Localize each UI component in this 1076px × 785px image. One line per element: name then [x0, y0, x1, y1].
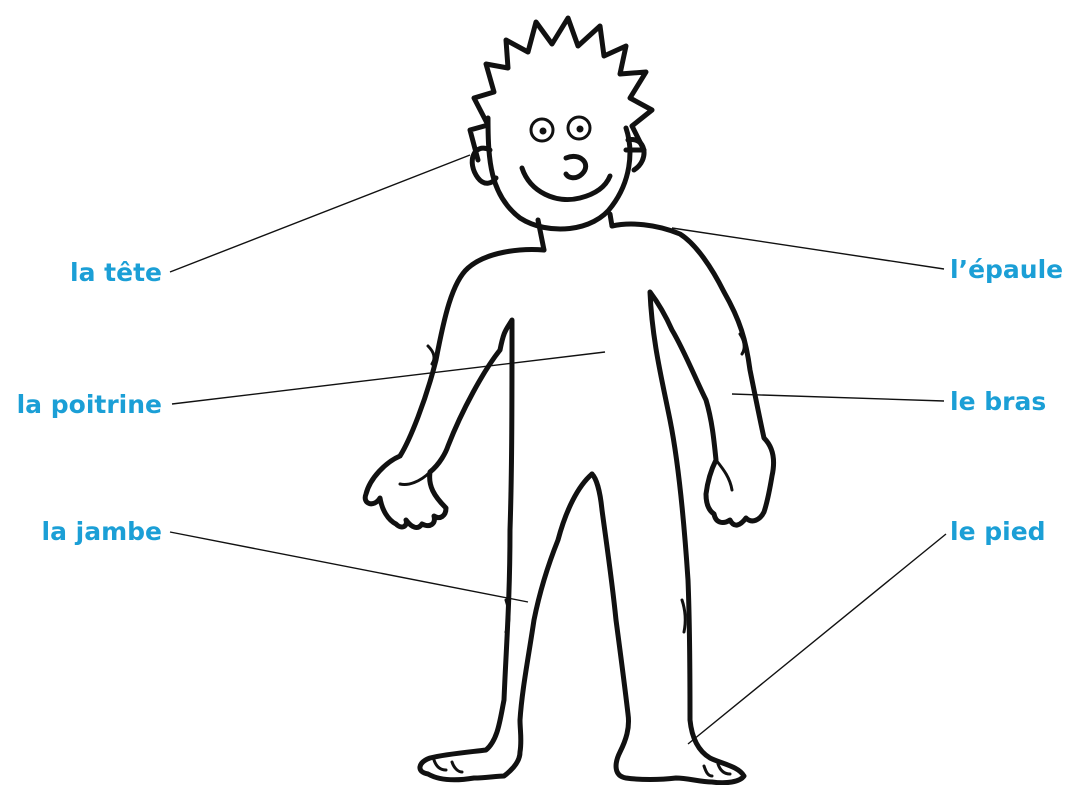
left-thumb: [400, 472, 430, 485]
leader-foot: [688, 534, 946, 744]
body-outline-left: [365, 250, 592, 780]
label-chest: la poitrine: [17, 390, 162, 420]
right-knee-mark: [682, 600, 685, 632]
label-head: la tête: [70, 258, 162, 288]
left-elbow-mark: [428, 346, 434, 364]
label-foot: le pied: [950, 517, 1046, 547]
leader-leg: [170, 532, 528, 602]
leader-head: [170, 155, 470, 272]
body-outline-right: [592, 224, 774, 783]
label-arm: le bras: [950, 387, 1046, 417]
right-thumb: [716, 460, 732, 490]
leader-shoulder: [672, 228, 944, 269]
leader-chest: [172, 352, 605, 404]
left-pupil: [540, 128, 547, 135]
leader-arm: [732, 394, 944, 401]
nose: [566, 156, 586, 177]
label-leg: la jambe: [42, 517, 162, 547]
hair: [470, 18, 652, 160]
neck-left: [538, 220, 544, 250]
right-pupil: [577, 126, 584, 133]
label-shoulder: l’épaule: [950, 255, 1063, 285]
left-toes: [434, 760, 462, 772]
